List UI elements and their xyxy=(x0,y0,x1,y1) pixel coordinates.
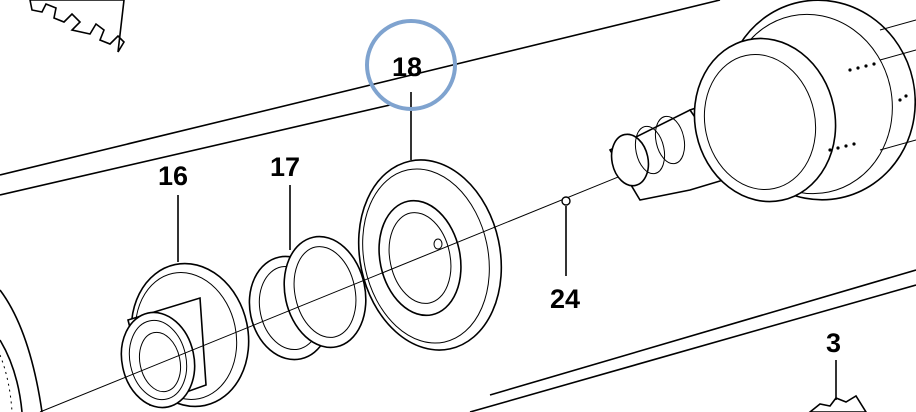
part-17-rings xyxy=(248,235,367,361)
highlight-circle-18 xyxy=(365,19,457,111)
axis-line xyxy=(39,159,661,412)
leader-lines xyxy=(177,92,837,400)
clutch-drum xyxy=(693,0,916,203)
callout-17: 17 xyxy=(270,152,300,182)
callout-16: 16 xyxy=(158,161,188,191)
callout-24: 24 xyxy=(550,284,580,314)
left-housing-edge xyxy=(0,289,43,412)
part-18-piston xyxy=(357,159,503,351)
part-16-hub xyxy=(120,262,250,409)
top-gear xyxy=(29,0,126,53)
callout-3: 3 xyxy=(826,328,841,358)
part-3-gear xyxy=(808,394,867,412)
callout-18: 18 xyxy=(392,52,422,82)
